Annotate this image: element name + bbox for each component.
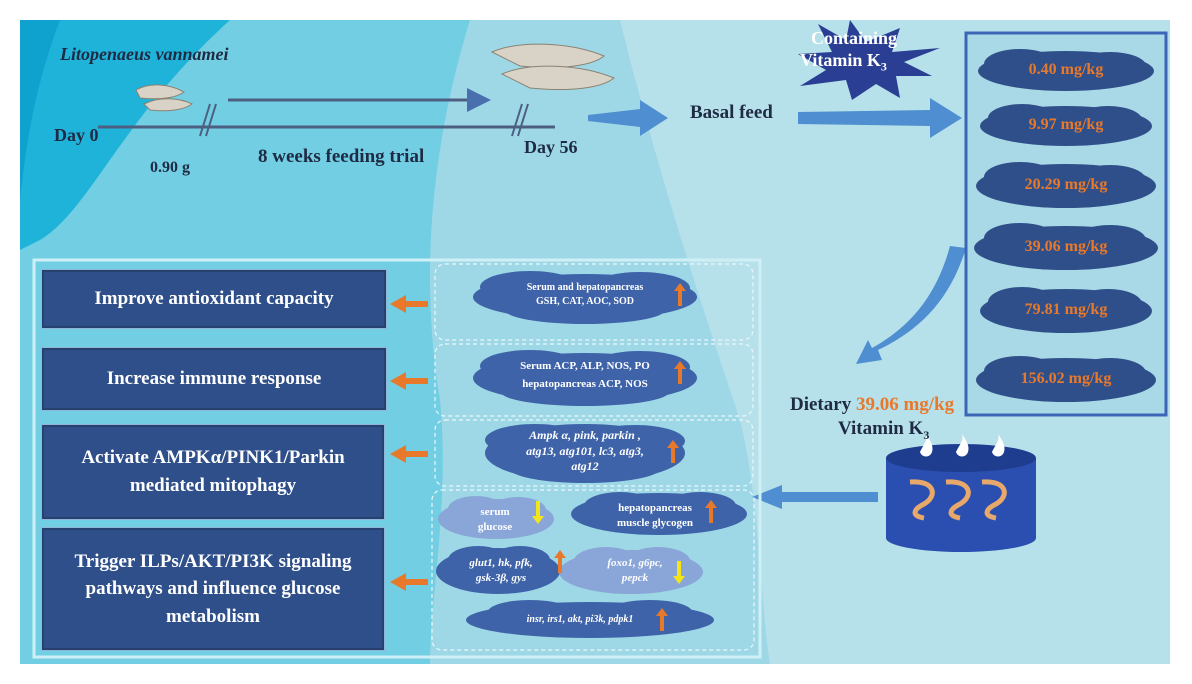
result-immune: Increase immune response [41,347,387,411]
result-antioxidant: Improve antioxidant capacity [41,269,387,329]
decrease-arrow-icon [532,501,544,524]
increase-arrow-icon [674,361,686,384]
day-56-label: Day 56 [524,137,578,157]
decrease-arrow-icon [673,561,685,584]
dose-2: 9.97 mg/kg [1028,116,1104,133]
star-label-line2: Vitamin K3 [800,50,887,74]
dietary-label: Dietary 39.06 mg/kg [790,394,955,415]
cloud-mitophagy-genes: Ampk α, pink, parkin ,atg13, atg101, lc3… [526,428,644,474]
increase-arrow-icon [674,283,686,306]
cloud-glycolysis-genes: glut1, hk, pfk,gsk-3β, gys [469,557,533,584]
dose-3: 20.29 mg/kg [1024,176,1108,193]
cloud-insulin-genes: insr, irs1, akt, pi3k, pdpk1 [526,614,634,625]
day-0-label: Day 0 [54,125,99,145]
increase-arrow-icon [656,608,668,631]
increase-arrow-icon [705,500,717,523]
result-mitophagy: Activate AMPKα/PINK1/Parkin mediated mit… [41,424,385,520]
dose-6: 156.02 mg/kg [1020,370,1112,387]
cloud-gluconeogenesis-genes: foxo1, g6pc,pepck [607,557,663,584]
increase-arrow-icon [554,550,566,573]
initial-weight: 0.90 g [150,159,190,176]
basal-feed-label: Basal feed [690,102,773,123]
trial-label: 8 weeks feeding trial [258,146,425,167]
dose-1: 0.40 mg/kg [1028,61,1104,78]
dose-5: 79.81 mg/kg [1024,301,1108,318]
dose-4: 39.06 mg/kg [1024,238,1108,255]
increase-arrow-icon [667,440,679,463]
species-name: Litopenaeus vannamei [60,44,229,64]
dietary-vitamin-label: Vitamin K3 [838,418,930,442]
result-glucose: Trigger ILPs/AKT/PI3K signaling pathways… [41,527,385,651]
star-label-line1: Containing [810,28,898,48]
